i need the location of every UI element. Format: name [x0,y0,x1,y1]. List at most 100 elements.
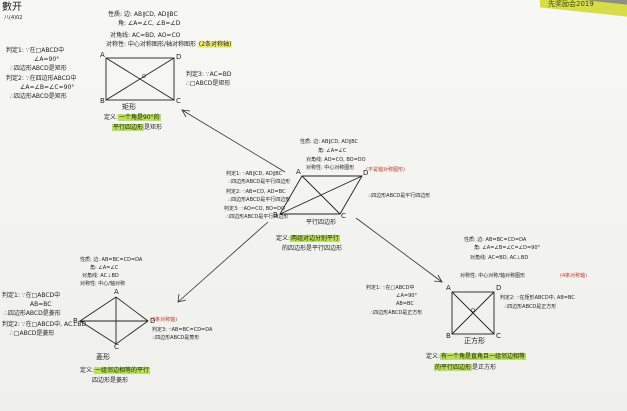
square-prop-3: 对角线: AC=BD, AC⊥BD [470,255,529,261]
square-def-rest: 是正方形 [472,364,497,371]
para-name: 平行四边形 [306,219,337,226]
para-prop-4: 对称性: 中心对称图形 [306,165,355,171]
square-def-prefix: 定义: [426,353,441,360]
rect-name: 矩形 [122,103,136,111]
rect-judge1b: ∠A=90° [34,56,60,63]
square-note: (4条对称轴) [560,273,588,279]
rect-symmetry-text: 对称性: 中心对称图形/轴对称图形 [106,41,196,48]
para-vertex-d: D [363,169,369,177]
rect-judge2b: ∠A=∠B=∠C=90° [20,84,75,91]
square-vertex-d: D [496,284,502,292]
square-judge2b: ∴四边形ABCD是正方形 [504,304,557,310]
para-judge2b: ∴四边形ABCD是平行四边形 [228,197,291,203]
para-prop-3: 对角线: AO=CO, BO=DO [306,157,366,163]
square-judge2: 判定2: ∵在矩形ABCD中, AB=BC [500,295,575,301]
square-name: 正方形 [464,337,485,345]
para-definition: 定义:两组对边分别平行 [276,235,341,242]
para-judge1: 判定1: ∵AB∥CD, AD∥BC [226,171,283,177]
rhombus-definition: 定义:一组邻边相等的平行 [80,367,151,374]
square-vertex-c: C [496,332,501,340]
rhombus-prop-4: 对称性: 中心/轴对称 [80,281,125,287]
rhombus-figure [79,296,149,345]
para-judge2: 判定2: ∵AB=CD, AD=BC [226,189,286,195]
rect-vertex-b: B [100,97,105,105]
rhombus-judge1b: AB=BC [30,301,52,308]
square-definition: 定义:有一个角是直角且一组邻边相等 [426,353,527,360]
rhombus-vertex-b: B [73,317,78,325]
rhombus-judge3: 判定3: ∵AB=BC=CD=DA [152,327,213,333]
rect-def-rest: 平行四边形 [112,124,145,131]
para-prop-1: 性质: 边: AB∥CD, AD∥BC [300,139,359,145]
rect-judge3: 判定3: ∵AC=BD [186,71,232,78]
rect-judge1: 判定1: ∵在□ABCD中 [6,47,65,54]
rect-judge2c: ∴四边形ABCD是矩形 [10,93,67,100]
para-judge3: 判定3: ∵AO=CO, BO=DO [224,206,285,212]
rect-vertex-d: D [176,53,182,61]
rhombus-judge3b: ∴四边形ABCD是菱形 [152,335,200,341]
rhombus-prop-1: 性质: 边: AB=BC=CD=DA [80,257,143,263]
para-note: (不是轴对称图形) [366,167,405,173]
rhombus-vertex-c: C [114,343,119,351]
square-prop-1: 性质: 边: AB=BC=CD=DA [464,237,527,243]
rhombus-def-prefix: 定义: [80,367,95,374]
rhombus-note: (2条对称轴) [150,317,178,323]
para-vertex-c: C [341,212,346,220]
square-judge1b: ∠A=90° [396,293,417,299]
banner-text: 先奖励会2019 [548,0,594,8]
rhombus-name: 菱形 [96,353,110,361]
square-prop-4: 对称性: 中心对称/轴对称图形 [460,273,525,279]
rhombus-def-highlight: 一组邻边相等的平行 [94,367,151,374]
rect-symmetry: 对称性: 中心对称图形/轴对称图形 (2条对称轴) [106,41,233,48]
para-vertex-a: A [296,168,301,176]
para-right-note: ∴四边形ABCD是平行四边形 [368,193,431,199]
para-def-highlight: 两组对边分别平行 [290,235,341,242]
square-vertex-b: B [446,332,451,340]
para-judge1b: ∴四边形ABCD是平行四边形 [228,179,291,185]
page-subtitle: 八(4)02 [4,15,23,21]
square-definition-2: 的平行四边形是正方形 [434,364,497,371]
page-title: 數开 [2,2,22,13]
rectangle-figure [105,57,175,101]
rhombus-prop-3: 对角线: AC⊥BD [82,273,119,279]
square-judge1: 判定1: ∵在□ABCD中 [366,285,415,291]
rect-definition: 定义:一个角是90°的 [104,114,161,121]
rhombus-judge1c: ∴四边形ABCD是菱形 [4,310,61,317]
para-def-prefix: 定义: [276,235,291,242]
rhombus-judge2b: ∴□ABCD是菱形 [10,330,55,337]
rect-judge1c: ∴四边形ABCD是矩形 [10,65,67,72]
rect-judge2: 判定2: ∵在四边形ABCD中 [6,75,77,82]
rect-symmetry-note: (2条对称轴) [197,41,233,48]
square-judge1d: ∴四边形ABCD是正方形 [370,310,423,316]
rect-definition-2: 平行四边形是矩形 [112,124,163,131]
rect-def-highlight: 一个角是90°的 [118,114,161,121]
rect-vertex-c: C [176,97,181,105]
rect-def-prefix: 定义: [104,114,119,121]
rhombus-judge1: 判定1: ∵在□ABCD中 [2,292,61,299]
square-center-o: O [471,308,475,314]
parallelogram-figure [279,175,363,215]
para-definition-2: 的四边形是平行四边形 [282,245,343,252]
rhombus-vertex-a: A [114,288,119,296]
rhombus-vertex-d: D [150,317,156,325]
para-judge3b: ∴四边形ABCD是平行四边形 [226,214,289,220]
rect-prop-2: 角: ∠A=∠C, ∠B=∠D [118,20,181,27]
rhombus-judge2: 判定2: ∵在□ABCD中, AC⊥BD [2,321,87,328]
rect-def-tail: 是矩形 [144,124,163,131]
square-figure [451,291,495,335]
square-prop-2: 角: ∠A=∠B=∠C=∠D=90° [474,245,541,251]
rect-judge3b: ∴□ABCD是矩形 [186,80,231,87]
rhombus-prop-2: 角: ∠A=∠C [90,265,119,271]
rect-prop-3: 对角线: AC=BD, AO=CO [110,32,181,39]
square-vertex-a: A [446,284,451,292]
rect-vertex-a: A [100,51,105,59]
square-def-highlight: 有一个角是直角且一组邻边相等 [440,353,527,360]
rect-prop-1: 性质: 边: AB∥CD, AD∥BC [108,11,178,18]
square-judge1c: AB=BC [396,301,414,307]
para-vertex-b: B [273,211,278,219]
rect-center-o: O [142,74,146,80]
arrows [177,109,443,303]
square-def-highlight-2: 的平行四边形 [434,364,473,371]
para-prop-2: 角: ∠A=∠C [318,148,347,154]
